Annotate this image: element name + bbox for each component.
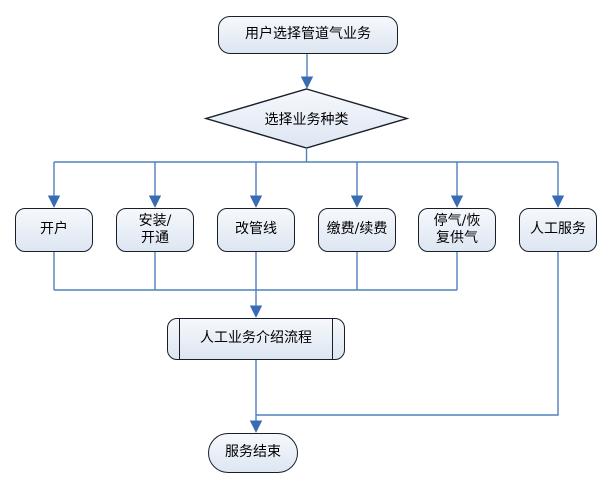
process-box-manual-intro: 人工业务介绍流程 xyxy=(167,318,345,360)
node-end-terminator: 服务结束 xyxy=(208,433,298,473)
option-box-manual-service: 人工服务 xyxy=(519,208,597,252)
option-label: 停气/恢 复供气 xyxy=(433,212,481,247)
process-side-bar-right xyxy=(332,318,333,360)
process-side-bar-left xyxy=(179,318,180,360)
option-box-install-activate: 安装/ 开通 xyxy=(116,208,194,252)
end-label: 服务结束 xyxy=(225,444,281,461)
edge-manual-service-bypass xyxy=(256,252,559,416)
node-start-terminator: 用户选择管道气业务 xyxy=(218,16,398,54)
option-label: 缴费/续费 xyxy=(326,221,388,238)
start-label: 用户选择管道气业务 xyxy=(245,26,371,43)
process-label: 人工业务介绍流程 xyxy=(200,330,312,347)
option-box-pay-renew: 缴费/续费 xyxy=(318,208,396,252)
option-label: 改管线 xyxy=(235,221,277,238)
decision-label: 选择业务种类 xyxy=(264,111,349,128)
option-label: 开户 xyxy=(40,221,68,238)
option-label: 安装/ 开通 xyxy=(138,212,172,247)
option-box-open-account: 开户 xyxy=(15,208,93,252)
option-box-change-pipeline: 改管线 xyxy=(217,208,295,252)
decision-diamond: 选择业务种类 xyxy=(206,89,407,148)
option-box-stop-restore-gas: 停气/恢 复供气 xyxy=(418,208,496,252)
option-label: 人工服务 xyxy=(530,221,586,238)
